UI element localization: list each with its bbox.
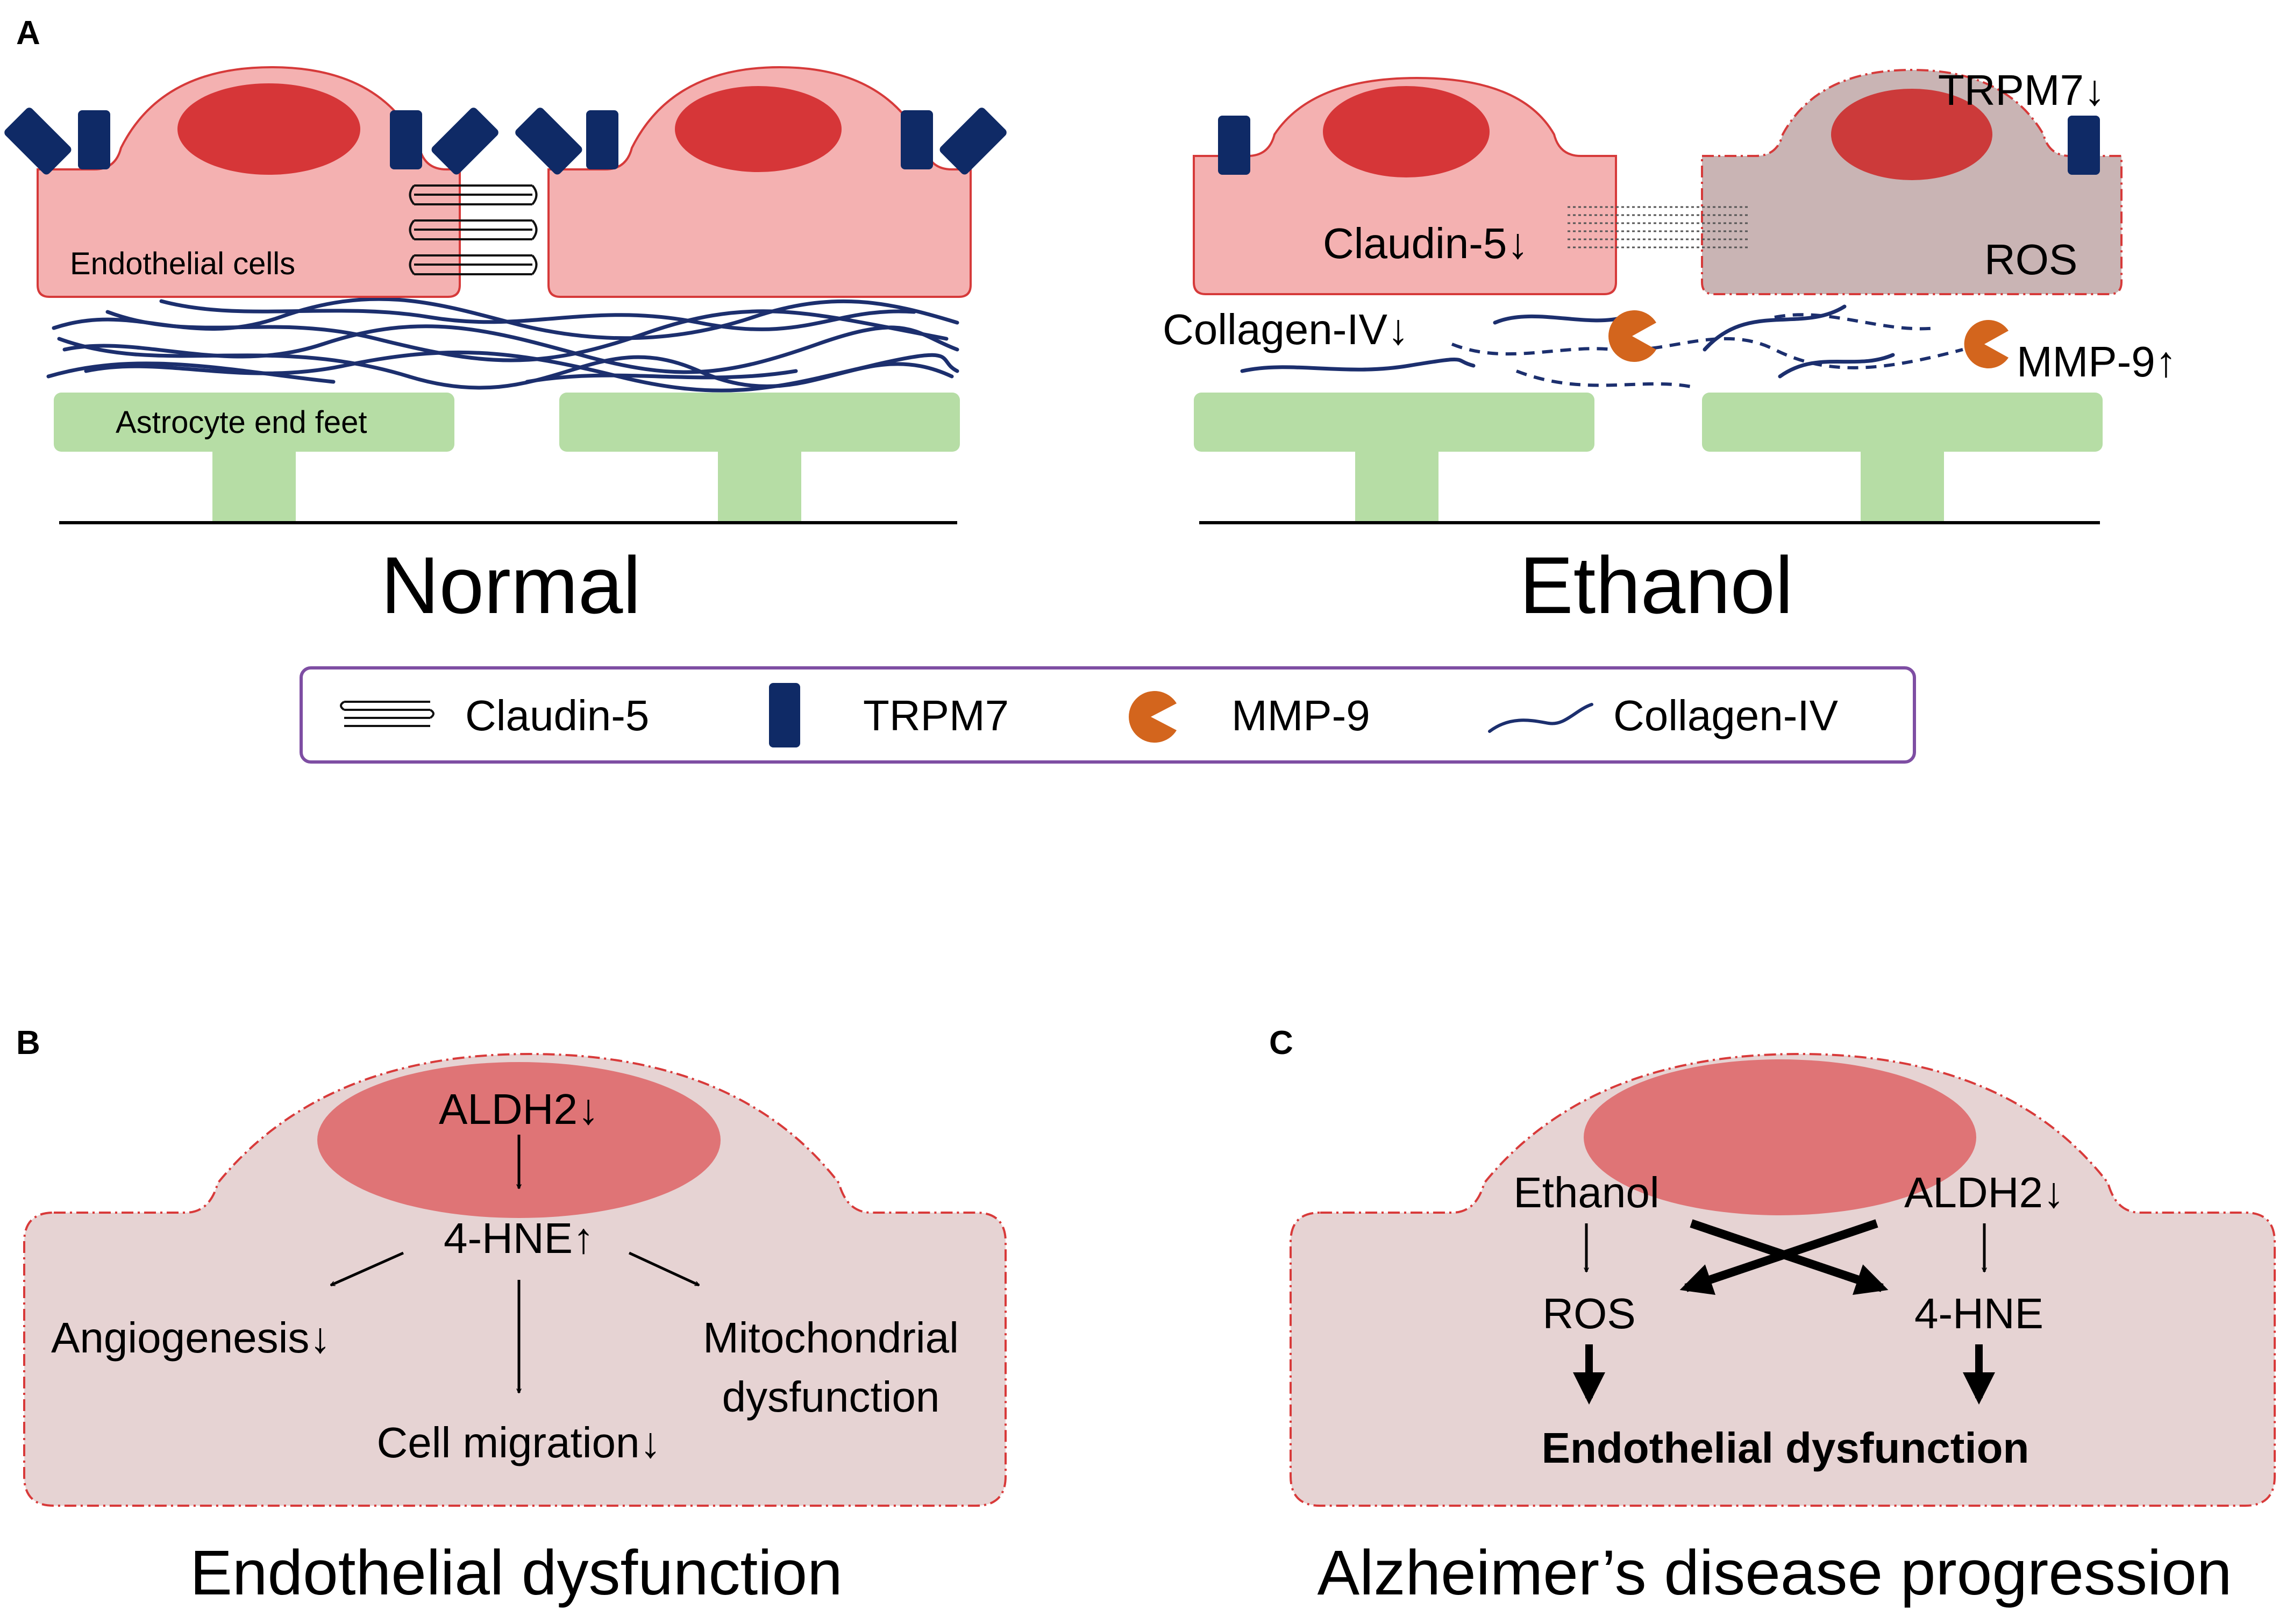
ethanol-damaged-endothelial-cell xyxy=(1701,68,2123,295)
ethanol-title: Ethanol xyxy=(1520,540,1793,630)
arrow xyxy=(628,1251,699,1287)
normal-title: Normal xyxy=(381,540,640,630)
b-4hne-label: 4-HNE↑ xyxy=(444,1214,594,1262)
claudin-down-label: Claudin-5↓ xyxy=(1323,219,1528,267)
mmp9-icon xyxy=(1608,310,1656,362)
normal-collagen-mesh xyxy=(46,297,959,393)
trpm7-icon xyxy=(515,108,582,175)
legend-box xyxy=(300,666,1916,764)
normal-tight-junction-claudin xyxy=(409,184,538,275)
legend-label-trpm7: TRPM7 xyxy=(863,692,1009,739)
legend: Claudin-5 TRPM7 MMP-9 Collagen-IV xyxy=(300,666,1916,764)
ros-label: ROS xyxy=(1984,236,2077,283)
nucleus-icon xyxy=(1584,1059,1976,1215)
panel-c-title: Alzheimer’s disease progression xyxy=(1318,1537,2232,1608)
b-angiogenesis-label: Angiogenesis↓ xyxy=(51,1314,331,1362)
panel-b-letter: B xyxy=(16,1024,40,1062)
legend-label-claudin: Claudin-5 xyxy=(465,692,649,739)
c-ethanol-label: Ethanol xyxy=(1513,1169,1659,1216)
mmp9-up-label: MMP-9↑ xyxy=(2017,338,2177,386)
trpm7-icon xyxy=(390,110,422,169)
b-migration-label: Cell migration↓ xyxy=(376,1419,661,1466)
mmp9-enzymes xyxy=(1608,310,2009,368)
nucleus-icon xyxy=(1323,86,1490,177)
b-aldh2-label: ALDH2↓ xyxy=(439,1085,599,1133)
nucleus-icon xyxy=(675,86,842,172)
nucleus-icon xyxy=(177,83,360,175)
c-4hne-label: 4-HNE xyxy=(1914,1290,2043,1337)
ethanol-collagen-fragments xyxy=(1240,304,1895,379)
mmp9-icon xyxy=(1129,691,1177,743)
trpm7-icon xyxy=(4,108,72,175)
trpm7-icon xyxy=(769,683,800,747)
collagen-icon xyxy=(1488,703,1593,733)
endothelial-cells-label: Endothelial cells xyxy=(70,246,295,281)
normal-trpm7-receptors xyxy=(4,108,1007,175)
legend-label-mmp9: MMP-9 xyxy=(1231,692,1370,739)
ethanol-collagen-degraded xyxy=(1451,313,1963,389)
normal-endothelial-cell-left xyxy=(37,66,461,298)
astrocyte-end-feet-label: Astrocyte end feet xyxy=(116,405,367,440)
panel-c-cell xyxy=(1290,1052,2276,1507)
arrow xyxy=(331,1251,404,1287)
collagen-down-label: Collagen-IV↓ xyxy=(1163,305,1409,353)
legend-label-collagen: Collagen-IV xyxy=(1613,692,1839,739)
c-ros-label: ROS xyxy=(1542,1290,1635,1337)
trpm7-icon xyxy=(1218,116,1250,175)
trpm7-icon xyxy=(431,108,498,175)
trpm7-icon xyxy=(78,110,110,169)
b-mito-line2: dysfunction xyxy=(722,1373,940,1421)
panel-c-letter: C xyxy=(1269,1024,1293,1062)
ethanol-broken-claudin xyxy=(1568,206,1750,248)
normal-endothelial-cell-right xyxy=(547,66,972,298)
trpm7-down-label: TRPM7↓ xyxy=(1938,66,2105,114)
claudin-icon xyxy=(340,701,435,727)
trpm7-icon xyxy=(586,110,618,169)
c-result-label: Endothelial dysfunction xyxy=(1542,1424,2029,1472)
mmp9-icon xyxy=(1964,319,2009,368)
panel-b-title: Endothelial dysfunction xyxy=(190,1537,843,1608)
trpm7-icon xyxy=(901,110,933,169)
trpm7-icon xyxy=(2068,116,2100,175)
ethanol-endothelial-cell-left xyxy=(1193,76,1617,295)
b-mito-line1: Mitochondrial xyxy=(703,1314,959,1362)
ethanol-astrocyte-end-feet xyxy=(1194,393,2103,522)
trpm7-icon xyxy=(939,108,1007,175)
cross-arrow xyxy=(1679,1219,1878,1295)
panel-a-letter: A xyxy=(16,15,40,52)
nucleus-icon xyxy=(1831,89,1992,180)
c-aldh2-label: ALDH2↓ xyxy=(1904,1169,2064,1216)
normal-astrocyte-end-feet xyxy=(54,393,960,522)
